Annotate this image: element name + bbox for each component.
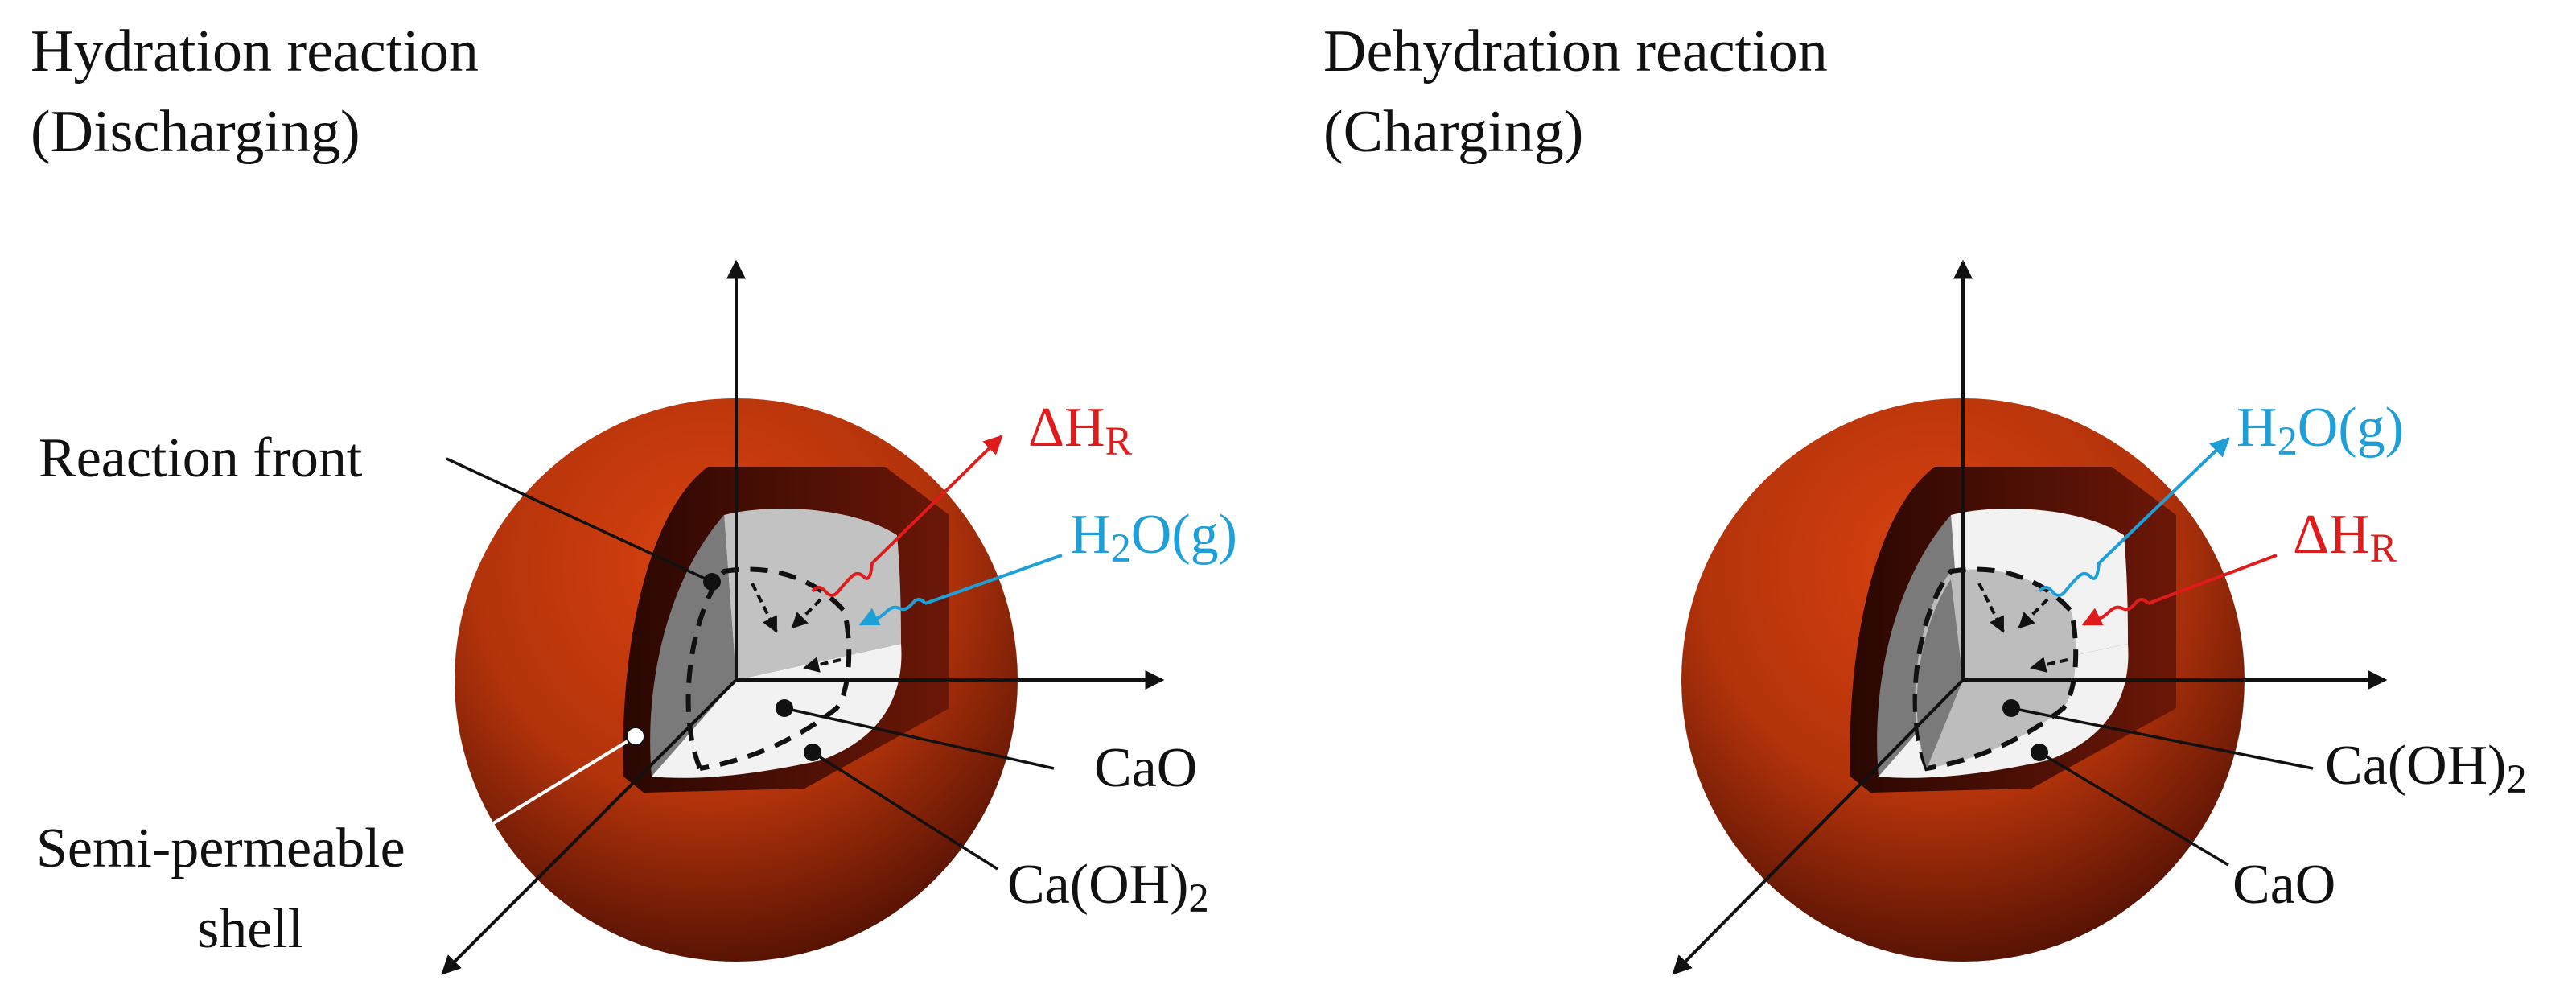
left-particle [441,259,1165,975]
left-label-semi-permeable: Semi-permeable [36,818,405,880]
right-caoh2-sub: 2 [2506,756,2527,802]
right-axis-x [1672,678,1965,975]
right-particle [1672,259,2388,975]
left-reaction-front-leader [446,457,713,583]
left-inward-arrow-2 [791,598,822,629]
left-h2o-h: H [1070,504,1111,566]
left-inward-arrow-3 [803,657,842,673]
left-h2o-sub: 2 [1110,525,1131,571]
left-inward-arrow-1 [751,583,778,633]
left-caoh2-dot [804,744,821,761]
right-caoh2-dot [2002,699,2020,717]
right-label-caoh2: Ca(OH)2 [2325,734,2527,802]
right-title-line2: (Charging) [1323,99,1584,165]
right-cao-leader [2039,751,2229,867]
left-axis-x [441,678,738,975]
left-h2o-rest: O(g) [1130,504,1237,566]
right-water-arrow [2097,437,2230,565]
right-inward-arrow-3 [2030,657,2068,673]
left-heat-wave [811,562,874,597]
right-h2o-sub: 2 [2277,418,2298,464]
right-delta-base: ΔH [2293,504,2370,566]
right-delta-sub: R [2369,525,2397,571]
right-label-h2o: H2O(g) [2237,396,2404,464]
left-delta-base: ΔH [1028,397,1105,459]
right-water-wave [2038,562,2101,597]
left-shell-leader [489,735,637,826]
left-label-cao: CaO [1094,737,1198,799]
right-caoh2-base: Ca(OH) [2325,735,2507,797]
left-delta-sub: R [1105,418,1133,464]
left-title-line2: (Discharging) [31,99,360,165]
left-water-wave [858,598,927,626]
right-inner-dark-face [1916,579,1963,768]
right-h2o-rest: O(g) [2297,397,2404,459]
left-heat-arrow [870,435,1003,565]
left-label-shell: shell [197,898,304,960]
left-cao-leader [784,707,1055,770]
left-label-delta-h: ΔHR [1028,396,1133,464]
left-caoh2-leader [812,751,998,871]
right-inward-arrow-2 [2018,598,2049,629]
left-title-line1: Hydration reaction [31,19,479,84]
left-caoh2-sub: 2 [1188,875,1209,921]
right-inward-arrow-1 [1977,583,2005,633]
left-label-reaction-front: Reaction front [39,427,363,489]
left-water-line [924,554,1063,605]
right-label-cao: CaO [2232,854,2336,916]
left-reaction-front-dashed [685,566,852,771]
left-core-mid-face [724,509,901,680]
left-shell-dot [626,727,645,746]
right-caoh2-leader [2010,707,2314,770]
right-title-line1: Dehydration reaction [1323,19,1828,84]
left-cao-dot [776,699,793,717]
right-label-delta-h: ΔHR [2293,503,2397,568]
left-caoh2-base: Ca(OH) [1007,854,1189,916]
left-reaction-front-dot [703,573,721,591]
left-label-caoh2: Ca(OH)2 [1007,853,1209,918]
right-heat-wave [2081,598,2150,626]
left-label-h2o: H2O(g) [1070,503,1237,568]
right-h2o-h: H [2237,397,2278,459]
right-cao-dot [2031,744,2048,761]
right-heat-line [2147,554,2278,605]
